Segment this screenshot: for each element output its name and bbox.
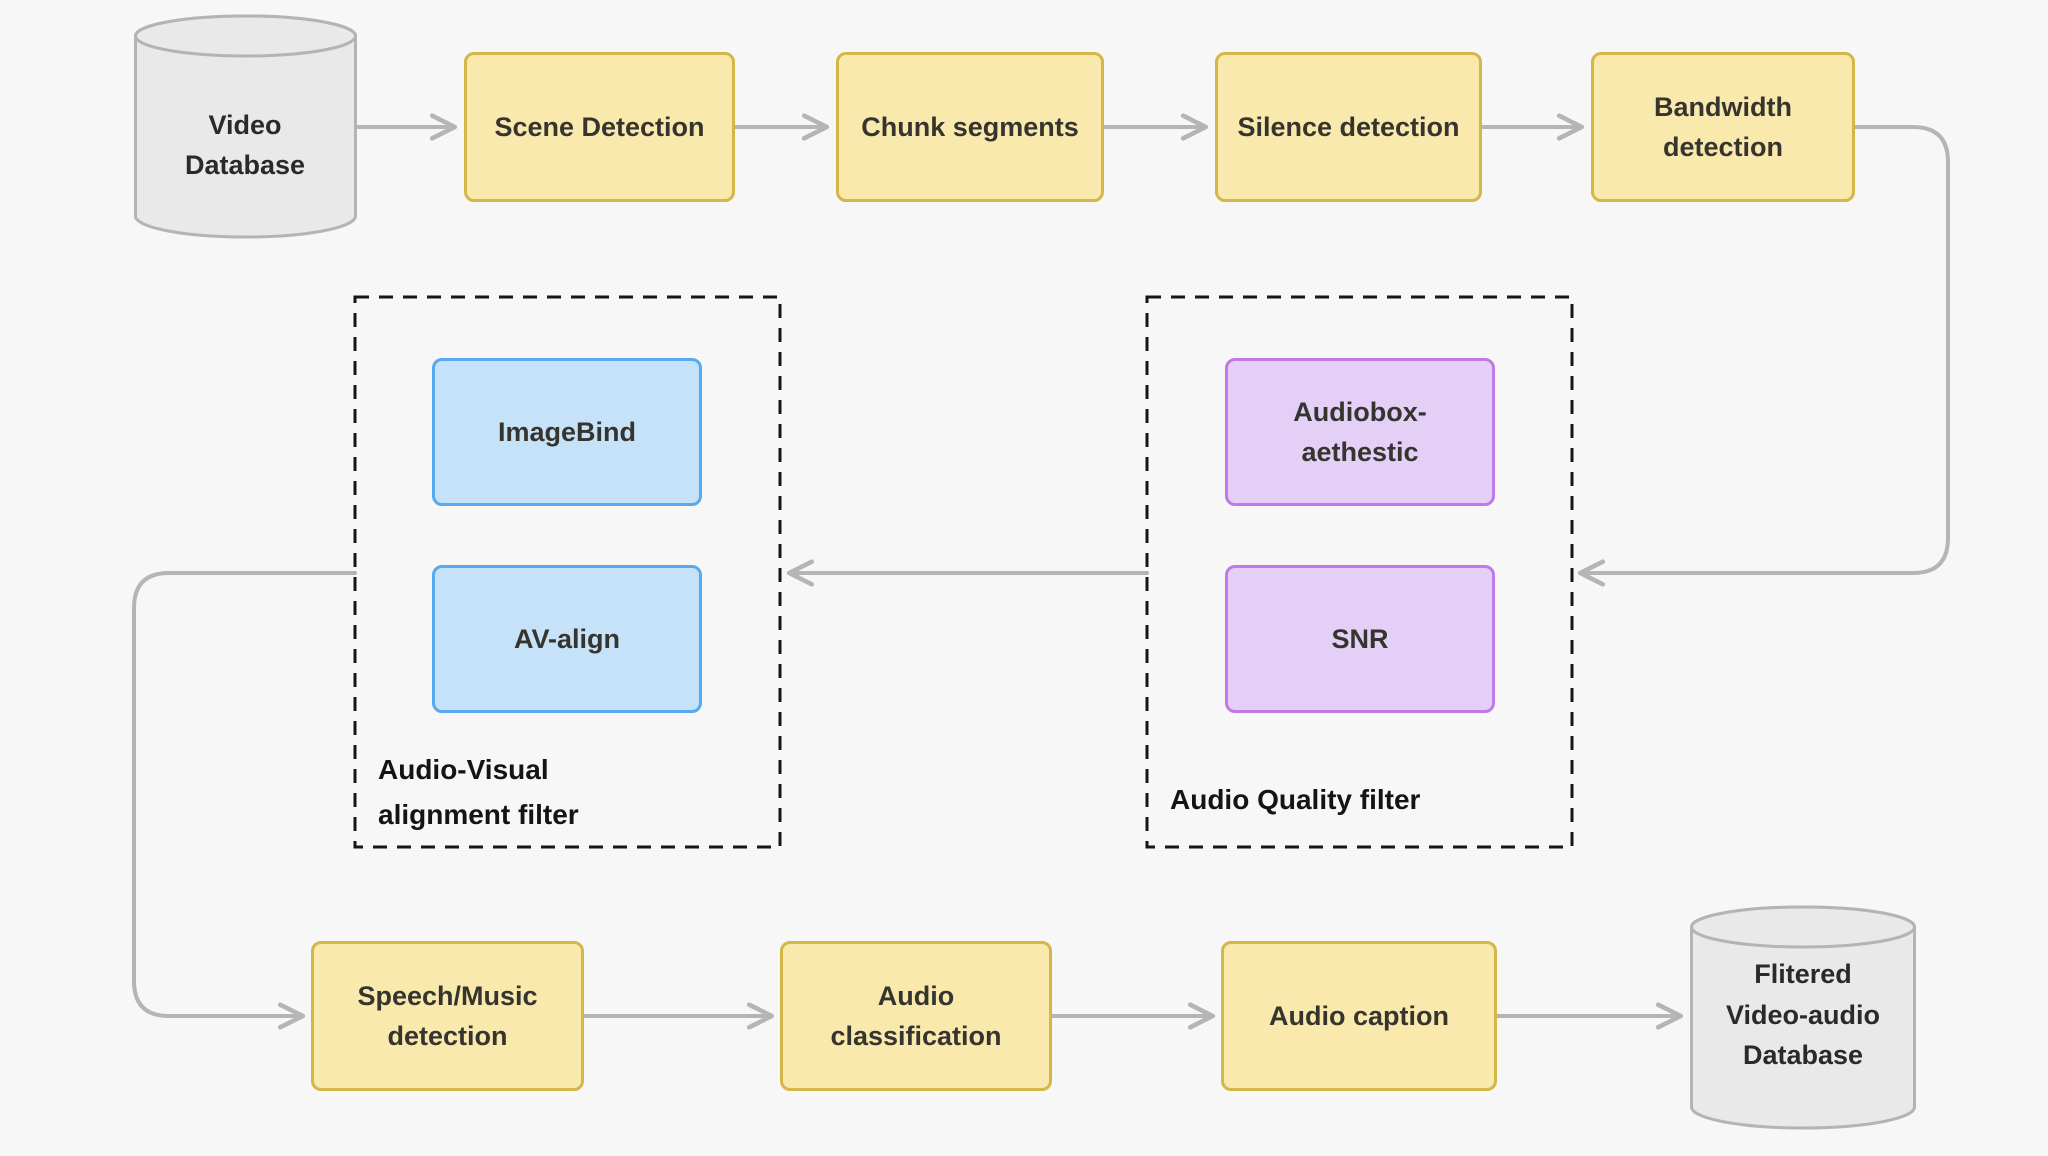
node-av-align: AV-align	[432, 565, 702, 713]
node-scene-detection: Scene Detection	[464, 52, 735, 202]
group-box-audio-visual-alignment-filter	[353, 295, 782, 849]
audio-visual-alignment-filter-label: Audio-Visual alignment filter	[378, 754, 579, 830]
cylinder-shape	[134, 14, 357, 239]
group-box-audio-quality-filter	[1145, 295, 1574, 849]
node-imagebind: ImageBind	[432, 358, 702, 506]
audio-caption-label: Audio caption	[1269, 1000, 1449, 1031]
node-filtered-video-audio-database	[1689, 905, 1917, 1131]
silence-detection-label: Silence detection	[1237, 111, 1460, 142]
node-speech-music-detection: Speech/Music detection	[311, 941, 584, 1091]
cylinder-shape	[1690, 905, 1916, 1130]
imagebind-label: ImageBind	[497, 416, 637, 447]
filtered-video-audio-database-label: Flitered Video-audio Database	[1725, 959, 1880, 1071]
snr-label: SNR	[1331, 623, 1389, 654]
chunk-segments-label: Chunk segments	[861, 111, 1079, 142]
audio-classification-label: Audio classification	[830, 980, 1002, 1052]
node-audiobox-aethestic: Audiobox-aethestic	[1225, 358, 1495, 506]
speech-music-detection-label: Speech/Music detection	[357, 980, 538, 1052]
audiobox-aethestic-label: Audiobox-aethestic	[1293, 396, 1427, 468]
node-silence-detection: Silence detection	[1215, 52, 1482, 202]
node-chunk-segments: Chunk segments	[836, 52, 1104, 202]
node-audio-classification: Audio classification	[780, 941, 1052, 1091]
node-video-database	[133, 14, 358, 240]
arrow-audio-visual-filter-to-speech-music-detection	[132, 571, 357, 1030]
bandwidth-detection-label: Bandwidth detection	[1654, 91, 1792, 163]
scene-detection-label: Scene Detection	[494, 111, 705, 142]
node-snr: SNR	[1225, 565, 1495, 713]
node-bandwidth-detection: Bandwidth detection	[1591, 52, 1855, 202]
av-align-label: AV-align	[513, 623, 620, 654]
audio-quality-filter-label: Audio Quality filter	[1170, 784, 1421, 815]
arrow-bandwidth-detection-to-audio-quality-filter	[1577, 125, 1950, 587]
video-database-label: Video Database	[184, 109, 306, 181]
node-audio-caption: Audio caption	[1221, 941, 1497, 1091]
